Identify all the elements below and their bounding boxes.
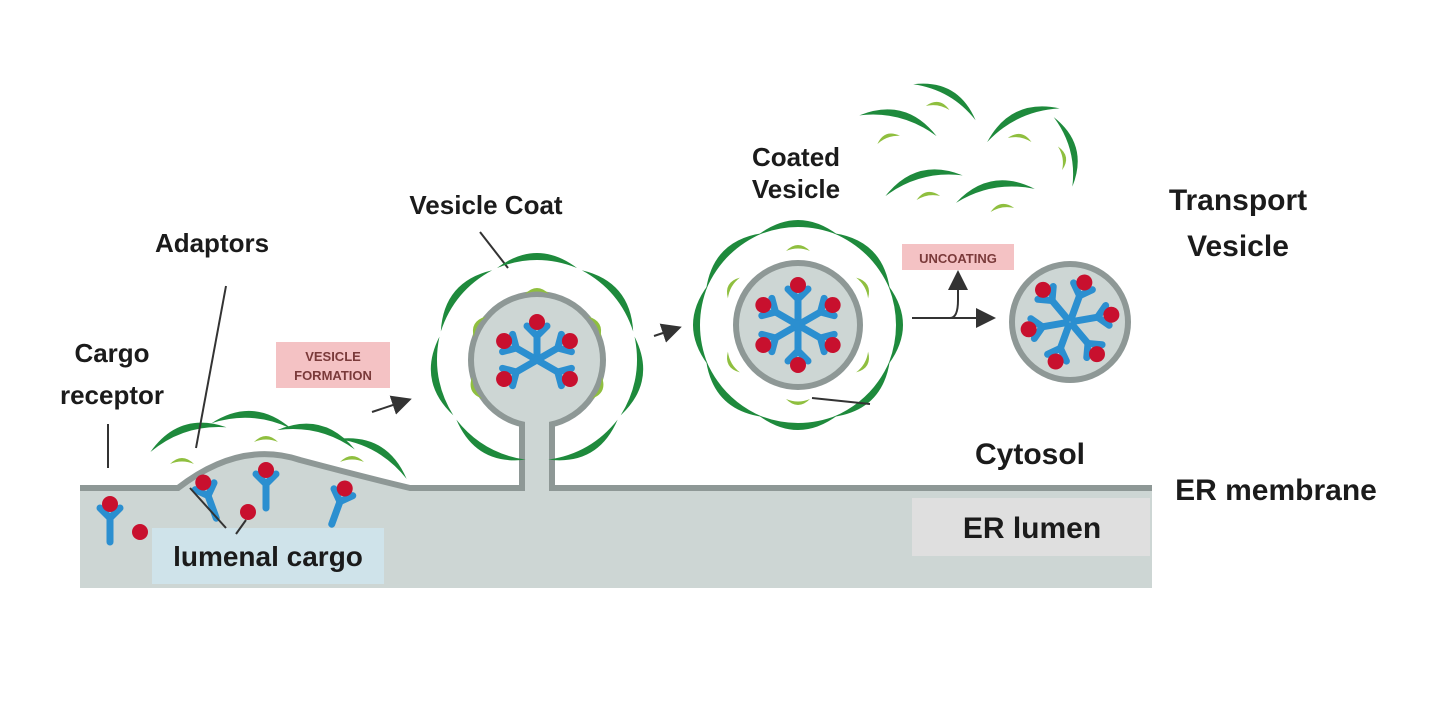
cargo-receptor-label-2: receptor: [60, 380, 164, 410]
coated-vesicle-leader: [811, 397, 871, 405]
adaptors-label: Adaptors: [155, 228, 269, 258]
er-membrane-label: ER membrane: [1175, 474, 1377, 507]
lumenal-cargo-box: [152, 528, 384, 584]
transport-vesicle-label-1: Transport: [1169, 184, 1307, 217]
er-membrane: [80, 420, 1152, 491]
cargo-receptor-label-1: Cargo: [74, 338, 149, 368]
svg-text:VESICLE: VESICLE: [305, 349, 361, 364]
released-coat: [859, 72, 1086, 203]
leader-lines: [107, 231, 509, 535]
vesicle-formation-tag: VESICLE FORMATION: [276, 342, 390, 388]
vesicle-coat-label: Vesicle Coat: [409, 190, 563, 220]
lumenal-cargo-dots: [132, 504, 256, 540]
er-lumen-label: ER lumen: [963, 512, 1101, 545]
coated-vesicle-label-1: Coated: [752, 142, 840, 172]
cytosol-label: Cytosol: [975, 438, 1085, 471]
lumenal-cargo-label: lumenal cargo: [173, 541, 363, 572]
svg-text:FORMATION: FORMATION: [294, 368, 372, 383]
er-lumen-box: [912, 498, 1150, 556]
uncoating-tag: UNCOATING: [902, 244, 1014, 270]
coated-vesicle-label-2: Vesicle: [752, 174, 840, 204]
process-arrows: [371, 270, 996, 415]
transport-vesicle-label-2: Vesicle: [1187, 230, 1289, 263]
svg-text:UNCOATING: UNCOATING: [919, 251, 997, 266]
